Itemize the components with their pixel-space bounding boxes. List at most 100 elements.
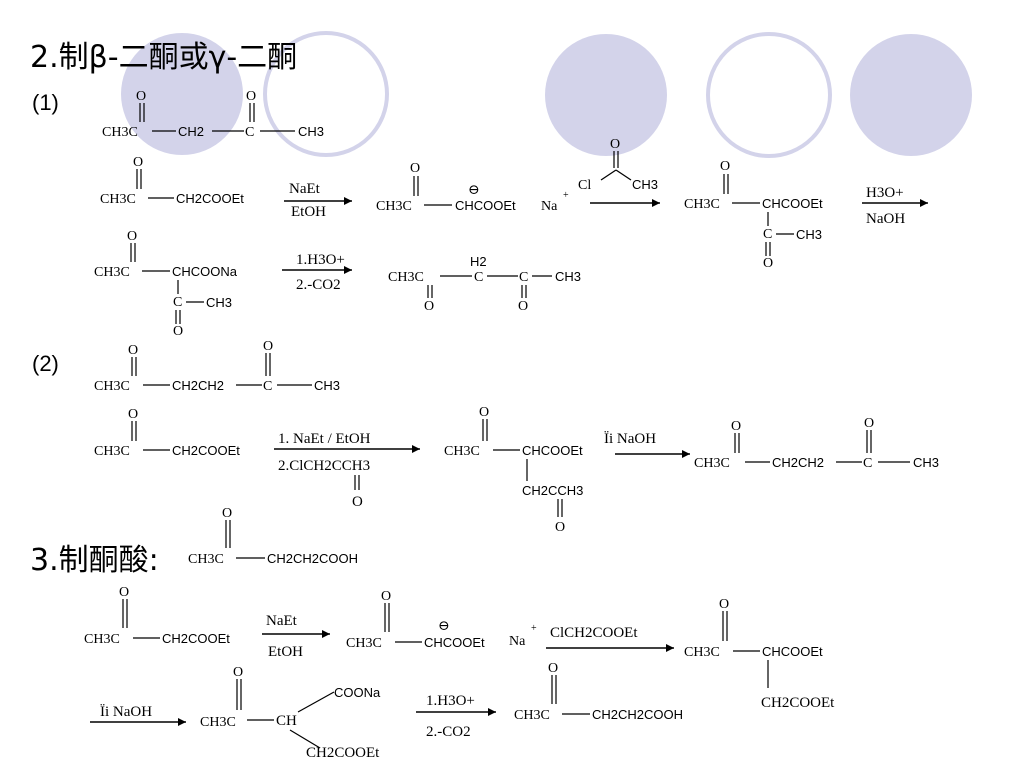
- reagent-arrow-naet-2: NaEt EtOH: [262, 613, 330, 660]
- acetoacetate-ester: CH3C O CH2COOEt: [100, 155, 244, 207]
- svg-text:CH2COOEt: CH2COOEt: [761, 695, 835, 711]
- acylated-sodium-salt: CH3C O CHCOONa C CH3 O: [94, 229, 238, 339]
- target-keto-acid: CH3C O CH2CH2COOH: [188, 506, 358, 567]
- svg-text:CHCOOEt: CHCOOEt: [455, 198, 516, 213]
- reagent-arrow-chloroacetate: ClCH2COOEt: [546, 625, 674, 649]
- svg-text:CH3C: CH3C: [684, 645, 720, 660]
- svg-text:C: C: [474, 270, 483, 285]
- decorative-filled-circle: [545, 34, 667, 156]
- svg-text:H3O+: H3O+: [866, 185, 904, 201]
- reagent-arrow-decarboxylation-2: 1.H3O+ 2.-CO2: [416, 693, 496, 740]
- svg-text:NaEt: NaEt: [266, 613, 298, 629]
- svg-text:1.H3O+: 1.H3O+: [426, 693, 475, 709]
- svg-text:EtOH: EtOH: [291, 204, 326, 220]
- svg-text:O: O: [263, 339, 273, 354]
- svg-text:1. NaEt / EtOH: 1. NaEt / EtOH: [278, 431, 371, 447]
- svg-text:CH3: CH3: [632, 177, 658, 192]
- svg-text:CH2CH2: CH2CH2: [772, 455, 824, 470]
- svg-text:+: +: [531, 623, 537, 634]
- enolate-sodium-salt: CH3C O ⊖ CHCOOEt Na +: [376, 161, 569, 214]
- svg-text:CH3: CH3: [298, 124, 324, 139]
- svg-text:O: O: [133, 155, 143, 170]
- svg-text:O: O: [246, 89, 256, 104]
- svg-text:O: O: [136, 89, 146, 104]
- svg-text:CH3C: CH3C: [200, 715, 236, 730]
- svg-text:CH3C: CH3C: [388, 270, 424, 285]
- svg-text:CH3C: CH3C: [346, 636, 382, 651]
- svg-text:O: O: [128, 343, 138, 358]
- svg-text:CH2COOEt: CH2COOEt: [176, 191, 244, 206]
- svg-text:O: O: [119, 585, 129, 600]
- svg-text:O: O: [610, 137, 620, 152]
- svg-text:CH3C: CH3C: [444, 444, 480, 459]
- svg-text:O: O: [731, 419, 741, 434]
- svg-text:ClCH2COOEt: ClCH2COOEt: [550, 625, 638, 641]
- svg-text:Ïi NaOH: Ïi NaOH: [100, 703, 152, 720]
- svg-text:CH3C: CH3C: [188, 552, 224, 567]
- svg-text:CH3C: CH3C: [694, 456, 730, 471]
- svg-text:2.-CO2: 2.-CO2: [296, 277, 341, 293]
- section-label-2: (2): [32, 351, 59, 376]
- acylated-ester: CH3C O CHCOOEt C CH3 O: [684, 159, 823, 271]
- decorative-ring-circle: [263, 31, 389, 157]
- svg-text:O: O: [173, 324, 183, 339]
- svg-text:CH2CH2COOH: CH2CH2COOH: [267, 551, 358, 566]
- reagent-arrow-hydrolysis: H3O+ NaOH: [862, 185, 928, 227]
- svg-text:C: C: [863, 456, 872, 471]
- svg-text:CHCOOEt: CHCOOEt: [522, 443, 583, 458]
- svg-text:CH2CH2COOH: CH2CH2COOH: [592, 707, 683, 722]
- svg-text:CH3C: CH3C: [102, 125, 138, 140]
- svg-text:C: C: [245, 125, 254, 140]
- svg-text:C: C: [173, 295, 182, 310]
- reagent-arrow-hydrolysis-2: Ïi NaOH: [604, 430, 690, 455]
- svg-text:CH: CH: [276, 713, 297, 729]
- svg-text:O: O: [222, 506, 232, 521]
- heading-keto-acid: 3.制酮酸:: [30, 543, 159, 578]
- svg-text:CH3C: CH3C: [84, 632, 120, 647]
- svg-text:COONa: COONa: [334, 685, 381, 700]
- decorative-filled-circle: [850, 34, 972, 156]
- svg-text:EtOH: EtOH: [268, 644, 303, 660]
- svg-text:C: C: [763, 227, 772, 242]
- svg-text:Na: Na: [541, 199, 558, 214]
- reagent-arrow-hydrolysis-3: Ïi NaOH: [90, 703, 186, 723]
- svg-text:CH3C: CH3C: [94, 265, 130, 280]
- svg-text:CHCOOEt: CHCOOEt: [424, 635, 485, 650]
- svg-text:CHCOONa: CHCOONa: [172, 264, 238, 279]
- svg-text:⊖: ⊖: [438, 619, 450, 634]
- svg-text:CH3C: CH3C: [94, 379, 130, 394]
- alkylated-diester: CH3C O CHCOOEt CH2COOEt: [684, 597, 835, 711]
- svg-text:O: O: [410, 161, 420, 176]
- svg-text:C: C: [263, 379, 272, 394]
- svg-text:CH3C: CH3C: [94, 444, 130, 459]
- svg-text:CH2COOEt: CH2COOEt: [172, 443, 240, 458]
- acetyl-chloride-arrow: O Cl CH3: [578, 137, 660, 204]
- product-diketone-2: CH3C O CH2CH2 C O CH3: [694, 416, 939, 471]
- svg-text:Na: Na: [509, 634, 526, 649]
- svg-text:CH3: CH3: [314, 378, 340, 393]
- svg-text:1.H3O+: 1.H3O+: [296, 252, 345, 268]
- svg-text:CH2CCH3: CH2CCH3: [522, 483, 583, 498]
- product-keto-acid: CH3C O CH2CH2COOH: [514, 661, 683, 723]
- hydrolyzed-intermediate: CH3C O CH COONa CH2COOEt: [200, 665, 381, 761]
- svg-text:CH3C: CH3C: [514, 708, 550, 723]
- svg-text:CHCOOEt: CHCOOEt: [762, 196, 823, 211]
- svg-text:CH2: CH2: [178, 124, 204, 139]
- svg-text:CH3: CH3: [206, 295, 232, 310]
- svg-text:O: O: [518, 299, 528, 314]
- target-diketone-2: CH3C O CH2CH2 C O CH3: [94, 339, 340, 394]
- arrowheads: [178, 197, 928, 726]
- svg-text:CH3: CH3: [555, 269, 581, 284]
- svg-text:CH2CH2: CH2CH2: [172, 378, 224, 393]
- svg-text:CH2COOEt: CH2COOEt: [162, 631, 230, 646]
- svg-text:⊖: ⊖: [468, 183, 480, 198]
- reagent-arrow-decarboxylation: 1.H3O+ 2.-CO2: [282, 252, 352, 293]
- svg-text:C: C: [519, 270, 528, 285]
- section-label-1: (1): [32, 90, 59, 115]
- svg-text:2.ClCH2CCH3: 2.ClCH2CCH3: [278, 458, 370, 474]
- svg-text:O: O: [555, 520, 565, 535]
- svg-text:O: O: [479, 405, 489, 420]
- target-diketone-1: CH3C O CH2 C O CH3: [102, 89, 324, 140]
- svg-text:CH3C: CH3C: [376, 199, 412, 214]
- reagent-arrow-naet: NaEt EtOH: [284, 181, 352, 220]
